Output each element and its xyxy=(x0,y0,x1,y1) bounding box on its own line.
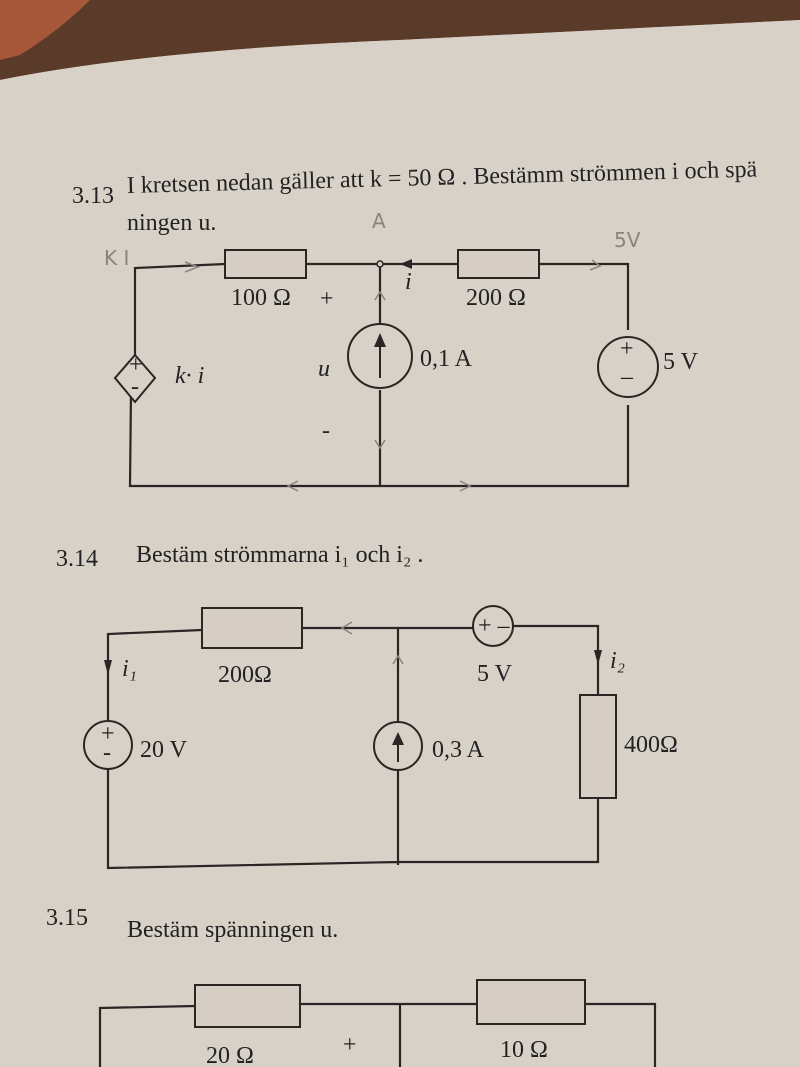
voltage-source-5v xyxy=(472,605,514,647)
current-arrow-i1 xyxy=(104,660,112,675)
label-plus: + xyxy=(320,286,334,312)
label-100-ohm: 100 Ω xyxy=(231,285,291,311)
circuit-3-15: 20 Ω + 10 Ω xyxy=(98,979,657,1067)
label-20-ohm: 20 Ω xyxy=(206,1043,254,1067)
label-i: i xyxy=(405,269,412,295)
problem-number: 3.15 xyxy=(46,905,88,931)
current-arrow-i2 xyxy=(594,650,602,665)
label-u: u xyxy=(318,356,330,382)
orange-wrapper xyxy=(0,0,90,60)
current-arrow-i xyxy=(400,259,412,269)
resistor-10 xyxy=(476,979,586,1025)
circuit-3-14: + – +- i₁ i₂ 200Ω 5 V 20 V 0,3 A 400Ω xyxy=(83,605,678,870)
label-10-ohm: 10 Ω xyxy=(500,1037,548,1063)
problem-text: Bestäm spänningen u. xyxy=(127,917,338,943)
label-plus: + xyxy=(343,1032,357,1058)
svg-text:+ –: + – xyxy=(478,613,511,639)
problem-text: Bestäm strömmarna i₁ och i₂ . xyxy=(136,542,423,568)
svg-text:–: – xyxy=(620,364,634,390)
svg-text:+: + xyxy=(129,352,143,378)
label-5v: 5 V xyxy=(663,349,699,375)
problem-number: 3.13 xyxy=(72,183,114,209)
circuit-3-13: +- +– 100 Ω 200 Ω k· i u + - i 0,1 A 5 V xyxy=(113,249,699,492)
resistor-400 xyxy=(579,694,617,799)
voltage-source-5v xyxy=(597,336,659,398)
label-200-ohm: 200Ω xyxy=(218,662,272,688)
resistor-200 xyxy=(201,607,303,649)
svg-text:-: - xyxy=(103,740,111,766)
label-current-source: 0,1 A xyxy=(420,346,473,372)
resistor-200 xyxy=(457,249,540,279)
label-minus: - xyxy=(322,418,330,444)
voltage-source-20v xyxy=(83,720,133,770)
label-dependent-source: k· i xyxy=(175,363,204,389)
handwritten-note-left: K I xyxy=(104,246,129,270)
svg-text:+: + xyxy=(620,336,634,362)
label-400-ohm: 400Ω xyxy=(624,732,678,758)
handwritten-node-label: A xyxy=(372,209,386,233)
resistor-100 xyxy=(224,249,307,279)
node-A xyxy=(376,260,384,268)
label-current-source: 0,3 A xyxy=(432,737,485,763)
problem-number: 3.14 xyxy=(56,546,98,572)
label-5v: 5 V xyxy=(477,661,513,687)
svg-text:-: - xyxy=(131,374,139,400)
resistor-20 xyxy=(194,984,301,1028)
dependent-voltage-source xyxy=(113,353,157,404)
page xyxy=(0,20,800,1067)
label-i1: i₁ xyxy=(122,656,137,682)
problem-text-2: ningen u. xyxy=(127,210,216,236)
label-i2: i₂ xyxy=(610,648,625,674)
label-20v: 20 V xyxy=(140,737,188,763)
label-200-ohm: 200 Ω xyxy=(466,285,526,311)
svg-text:+: + xyxy=(101,721,115,747)
handwritten-note: 5V xyxy=(614,228,641,252)
